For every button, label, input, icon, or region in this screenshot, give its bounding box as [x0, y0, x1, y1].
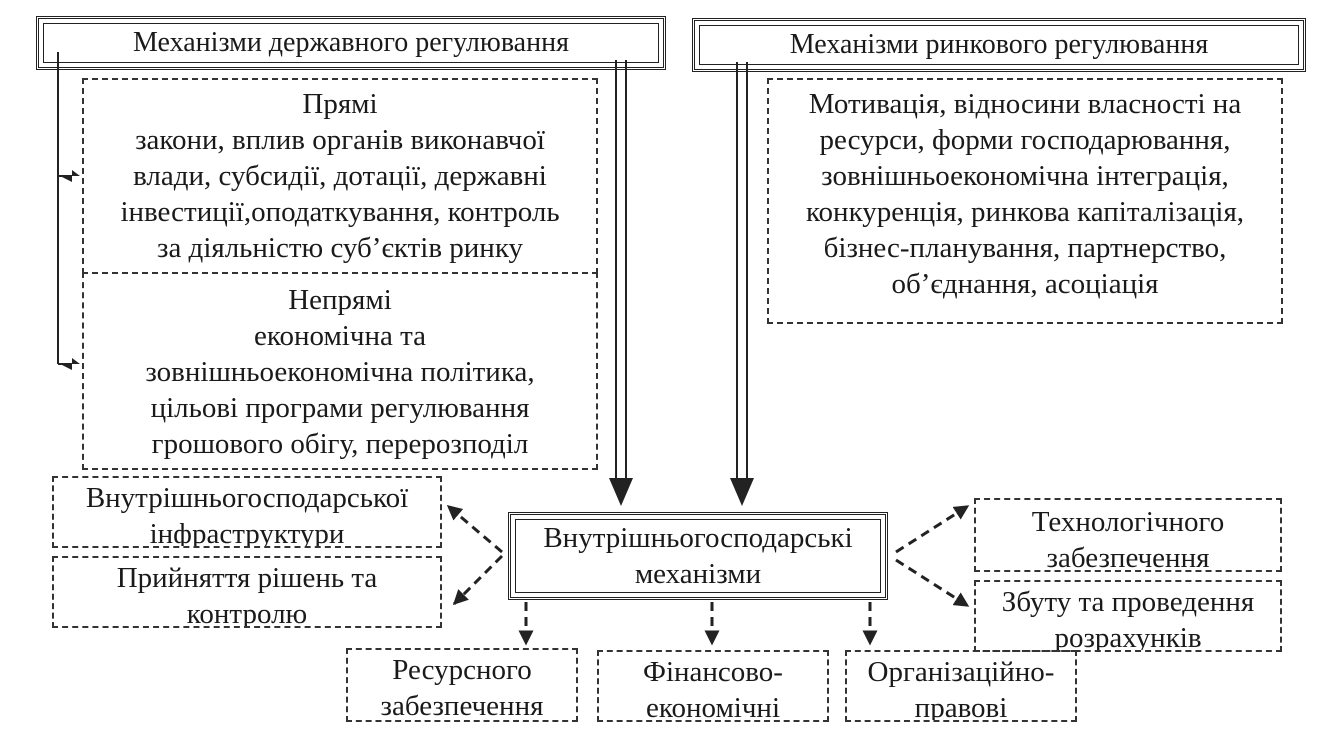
- sales-line: Збуту та проведення: [1001, 586, 1255, 618]
- arrow-to-infra: [446, 504, 503, 554]
- indirect-line: економічна та: [254, 320, 426, 352]
- state-regulation-header: Механізми державного регулювання: [36, 16, 666, 70]
- market-tools-box: Мотивація, відносини власності на ресурс…: [767, 78, 1283, 324]
- decisions-line: контролю: [186, 598, 308, 628]
- resource-line: Ресурсного: [392, 654, 532, 686]
- indirect-line: цільові програми регулювання: [150, 392, 530, 424]
- infrastructure-line: Внутрішньогосподарської: [85, 482, 409, 514]
- technology-line: забезпечення: [1046, 542, 1210, 572]
- org-line: правові: [914, 692, 1008, 722]
- arrow-to-indirect: [60, 358, 80, 370]
- resource-node: Ресурсного забезпечення: [346, 648, 578, 722]
- market-regulation-title: Механізми ринкового регулювання: [789, 29, 1209, 60]
- intra-economic-mechanisms-box: Внутрішньогосподарські механізми: [508, 512, 888, 600]
- direct-mechanisms-box: Прямі закони, вплив органів виконавчої в…: [82, 78, 598, 274]
- state-to-center-arrowhead: [609, 478, 633, 506]
- decisions-control-node: Прийняття рішень та контролю: [52, 556, 442, 628]
- state-bracket-connector: [57, 52, 72, 365]
- sales-line: розрахунків: [1054, 622, 1202, 652]
- center-line: Внутрішньогосподарські: [543, 522, 853, 554]
- market-regulation-header: Механізми ринкового регулювання: [692, 18, 1306, 72]
- sales-settlements-node: Збуту та проведення розрахунків: [974, 580, 1282, 652]
- indirect-line: грошового обігу, перерозподіл: [151, 428, 529, 460]
- org-legal-node: Організаційно- правові: [845, 650, 1077, 722]
- market-tools-line: зовнішньоекономічна інтеграція,: [821, 160, 1229, 192]
- indirect-heading: Непрямі: [288, 284, 392, 316]
- indirect-line: зовнішньоекономічна політика,: [145, 356, 535, 388]
- technology-node: Технологічного забезпечення: [974, 498, 1282, 572]
- infrastructure-node: Внутрішньогосподарської інфраструктури: [52, 476, 442, 548]
- market-to-center-arrow: [736, 62, 748, 480]
- state-regulation-title: Механізми державного регулювання: [133, 27, 569, 58]
- direct-line: закони, вплив органів виконавчої: [135, 124, 545, 156]
- state-to-center-arrow: [615, 60, 627, 480]
- technology-line: Технологічного: [1031, 506, 1225, 538]
- org-line: Організаційно-: [867, 656, 1055, 688]
- direct-line: за діяльністю суб’єктів ринку: [156, 232, 524, 264]
- decisions-line: Прийняття рішень та: [116, 562, 378, 594]
- direct-heading: Прямі: [302, 88, 378, 120]
- direct-line: інвестиції,оподаткування, контроль: [120, 196, 560, 228]
- direct-line: влади, субсидії, дотації, державні: [133, 160, 547, 192]
- center-line: механізми: [634, 558, 762, 590]
- market-tools-line: конкуренція, ринкова капіталізація,: [805, 196, 1245, 228]
- finance-line: економічні: [645, 692, 781, 722]
- arrow-to-sales: [895, 558, 970, 608]
- resource-line: забезпечення: [380, 690, 544, 722]
- market-tools-line: об’єднання, асоціація: [891, 268, 1159, 300]
- market-tools-line: Мотивація, відносини власності на: [808, 88, 1242, 120]
- market-tools-line: ресурси, форми господарювання,: [819, 124, 1231, 156]
- finance-line: Фінансово-: [643, 656, 783, 688]
- arrow-to-tech: [895, 504, 970, 554]
- finance-node: Фінансово- економічні: [597, 650, 829, 722]
- market-to-center-arrowhead: [730, 478, 754, 506]
- arrow-to-decisions: [452, 554, 504, 606]
- indirect-mechanisms-box: Непрямі економічна та зовнішньоекономічн…: [82, 272, 598, 470]
- market-tools-line: бізнес-планування, партнерство,: [823, 232, 1227, 264]
- infrastructure-line: інфраструктури: [149, 518, 345, 548]
- arrow-to-direct: [60, 170, 80, 182]
